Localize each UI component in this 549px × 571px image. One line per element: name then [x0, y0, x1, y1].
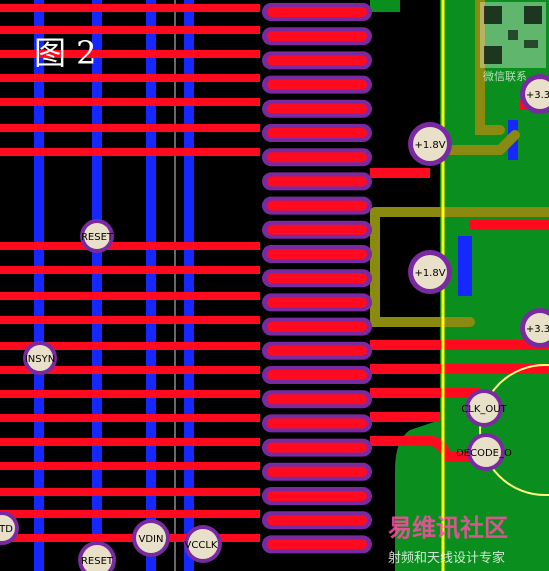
- ic-pad: [267, 103, 367, 114]
- via-label: +3.3: [526, 90, 549, 101]
- ic-pad: [267, 370, 367, 380]
- via-label: +3.3: [526, 324, 549, 335]
- via-insyn[interactable]: INSYN: [23, 341, 57, 375]
- ic-pad: [267, 176, 367, 187]
- ic-pad: [267, 7, 367, 17]
- ic-pad-column: [262, 3, 372, 554]
- watermark-tagline: 射频和天线设计专家: [388, 550, 505, 566]
- via-reset-2[interactable]: RESET: [78, 541, 116, 571]
- ic-pad: [267, 345, 367, 356]
- via-decode[interactable]: DECODE_O: [456, 433, 512, 471]
- qr-caption: 微信联系: [483, 69, 527, 83]
- brand-watermark: 易维讯社区 射频和天线设计专家: [388, 514, 508, 566]
- ic-pad: [267, 200, 367, 211]
- ic-pad: [267, 442, 367, 453]
- ic-pad: [267, 79, 367, 90]
- vias: RESET INSYN +1.8V +1.8V +3.3 +3.3: [0, 74, 549, 571]
- ic-pad: [267, 466, 367, 477]
- figure-label: 图 2: [34, 34, 97, 72]
- ic-pad: [267, 297, 367, 308]
- ic-pad: [267, 418, 367, 429]
- ic-pad: [267, 394, 367, 405]
- via-3v3-top[interactable]: +3.3: [520, 74, 549, 114]
- ic-pad: [267, 249, 367, 259]
- via-clk-out[interactable]: CLK_OUT: [461, 389, 508, 427]
- via-label: VCCLK: [185, 540, 218, 551]
- via-label: INSYN: [25, 354, 55, 365]
- via-1v8-mid[interactable]: +1.8V: [408, 250, 452, 294]
- via-label: RESET: [81, 232, 114, 243]
- ic-pad: [267, 273, 367, 284]
- ic-pad: [267, 491, 367, 501]
- watermark-brand: 易维讯社区: [388, 514, 508, 542]
- qr-code-watermark: 微信联系: [480, 2, 546, 83]
- via-1v8-top[interactable]: +1.8V: [408, 122, 452, 166]
- top-layer-traces: [0, 4, 549, 542]
- ic-pad: [267, 539, 367, 550]
- via-3v3-mid[interactable]: +3.3: [520, 308, 549, 348]
- ic-pad: [267, 152, 367, 163]
- ic-pad: [267, 224, 367, 235]
- olive-traces: [370, 0, 549, 327]
- via-label: VDIN: [139, 534, 164, 545]
- via-label: RESET: [81, 556, 114, 567]
- ic-pad: [267, 128, 367, 138]
- ic-pad: [267, 515, 367, 526]
- via-label: +1.8V: [414, 268, 445, 279]
- board-edge-arc: [479, 364, 549, 496]
- via-td[interactable]: TD: [0, 511, 19, 545]
- via-label: CLK_OUT: [461, 404, 507, 415]
- via-label: TD: [0, 524, 13, 535]
- via-label: +1.8V: [414, 140, 445, 151]
- via-label: DECODE_O: [456, 448, 512, 459]
- via-vdin[interactable]: VDIN: [132, 519, 170, 557]
- ic-pad: [267, 55, 367, 66]
- via-reset-1[interactable]: RESET: [80, 219, 114, 253]
- via-vcclk[interactable]: VCCLK: [184, 525, 222, 563]
- ic-pad: [267, 321, 367, 332]
- ic-pad: [267, 31, 367, 42]
